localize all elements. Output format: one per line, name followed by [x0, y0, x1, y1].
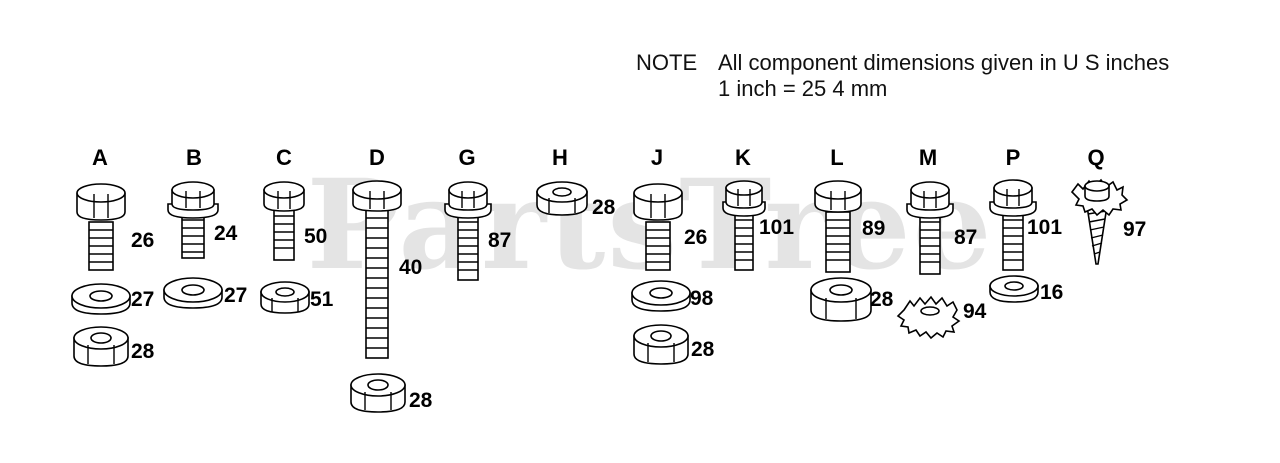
nut-l-28 [810, 277, 872, 322]
part-number-j-98: 98 [690, 287, 714, 310]
flange-bolt-b-24 [167, 181, 219, 259]
part-number-b-27: 27 [224, 284, 247, 307]
part-number-l-28: 28 [870, 288, 894, 311]
part-number-c-50: 50 [304, 225, 327, 248]
part-number-g-87: 87 [488, 229, 511, 252]
flange-bolt-k-101 [722, 180, 766, 271]
part-number-l-89: 89 [862, 217, 885, 240]
bolt-a-26 [76, 183, 126, 271]
part-number-q-97: 97 [1123, 218, 1146, 241]
screw-q-97 [1070, 178, 1129, 265]
column-letter-d: D [369, 145, 385, 170]
column-letter-k: K [735, 145, 751, 170]
washer-j-98 [631, 280, 691, 312]
part-number-a-26: 26 [131, 229, 154, 252]
column-letter-c: C [276, 145, 292, 170]
note-line-1: All component dimensions given in U S in… [718, 50, 1170, 75]
part-number-j-28: 28 [691, 338, 715, 361]
part-number-b-24: 24 [214, 222, 238, 245]
flange-bolt-p-101 [989, 179, 1037, 271]
column-letter-j: J [651, 145, 663, 170]
washer-p-16 [989, 275, 1039, 303]
flange-bolt-g-87 [444, 181, 492, 281]
part-number-a-28: 28 [131, 340, 155, 363]
lock-washer-m-94 [896, 295, 961, 340]
part-number-c-51: 51 [310, 288, 334, 311]
part-number-k-101: 101 [759, 216, 794, 239]
nut-a-28 [73, 326, 129, 367]
bolt-c-50 [263, 181, 305, 261]
part-number-d-28: 28 [409, 389, 433, 412]
column-letter-g: G [458, 145, 475, 170]
column-letter-m: M [919, 145, 937, 170]
bolt-j-26 [633, 183, 683, 271]
column-letter-l: L [830, 145, 843, 170]
nut-c-51 [260, 281, 310, 314]
part-number-m-87: 87 [954, 226, 977, 249]
column-letter-a: A [92, 145, 108, 170]
washer-b-27 [163, 277, 223, 309]
washer-a-27 [71, 283, 131, 315]
column-letter-h: H [552, 145, 568, 170]
part-number-j-26: 26 [684, 226, 707, 249]
column-letter-p: P [1006, 145, 1021, 170]
nut-d-28 [350, 373, 406, 413]
nut-j-28 [633, 324, 689, 365]
note-line-2: 1 inch = 25 4 mm [718, 76, 888, 101]
nut-h-28 [536, 181, 588, 216]
column-letter-b: B [186, 145, 202, 170]
part-number-p-101: 101 [1027, 216, 1062, 239]
note-label: NOTE [636, 50, 698, 75]
part-number-a-27: 27 [131, 288, 154, 311]
flange-bolt-m-87 [906, 181, 954, 275]
part-number-d-40: 40 [399, 256, 422, 279]
bolt-l-89 [814, 180, 862, 273]
long-bolt-d-40 [352, 180, 402, 359]
part-number-h-28: 28 [592, 196, 616, 219]
part-number-m-94: 94 [963, 300, 987, 323]
column-letter-q: Q [1087, 145, 1104, 170]
part-number-p-16: 16 [1040, 281, 1063, 304]
